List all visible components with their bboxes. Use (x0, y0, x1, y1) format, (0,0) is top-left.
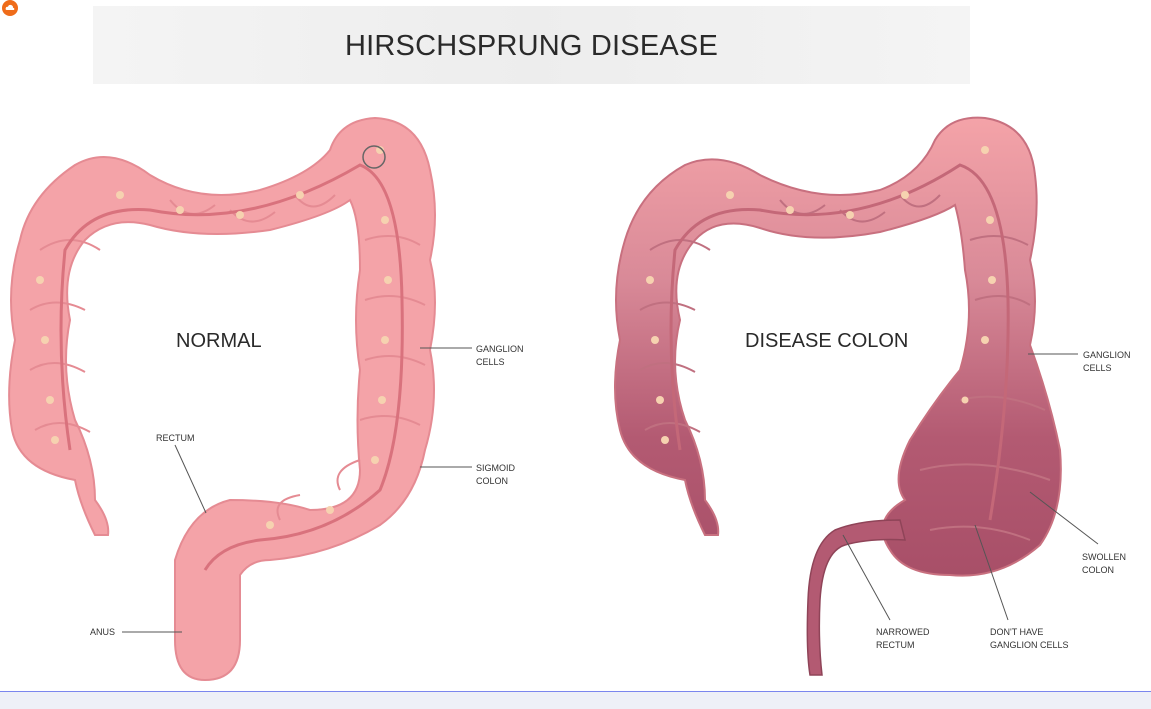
normal-ganglion-label-2: CELLS (476, 357, 505, 367)
swollen-label-1: SWOLLEN (1082, 552, 1126, 562)
disease-ganglion-label-2: CELLS (1083, 363, 1112, 373)
page-title: HIRSCHSPRUNG DISEASE (344, 30, 718, 62)
normal-heading: NORMAL (176, 330, 262, 352)
sigmoid-label-1: SIGMOID (476, 463, 516, 473)
narrowed-label-1: NARROWED (876, 627, 930, 637)
disease-heading: DISEASE COLON (745, 330, 908, 352)
app-logo-icon (2, 0, 18, 16)
disease-colon (614, 116, 1062, 676)
normal-colon (8, 116, 436, 682)
cloud-icon (5, 4, 15, 10)
no-ganglion-label-2: GANGLION CELLS (990, 640, 1069, 650)
normal-ganglion-label-1: GANGLION (476, 344, 524, 354)
disease-ganglion-label-1: GANGLION (1083, 350, 1131, 360)
hirschsprung-diagram: NORMAL GANGLION CELLS SIGMOID COLON RECT… (8, 116, 1131, 682)
rectum-label: RECTUM (156, 433, 195, 443)
narrowed-label-2: RECTUM (876, 640, 915, 650)
swollen-label-2: COLON (1082, 565, 1114, 575)
anus-label: ANUS (90, 627, 115, 637)
disease-leader-lines (842, 353, 1099, 621)
sigmoid-label-2: COLON (476, 476, 508, 486)
bottom-status-bar (0, 691, 1151, 709)
cursor-ring-icon (362, 145, 386, 169)
no-ganglion-label-1: DON'T HAVE (990, 627, 1043, 637)
normal-ganglion-cells (36, 146, 392, 529)
title-banner: HIRSCHSPRUNG DISEASE (93, 6, 970, 84)
disease-ganglion-cells (646, 146, 996, 444)
normal-leader-lines (122, 347, 472, 633)
